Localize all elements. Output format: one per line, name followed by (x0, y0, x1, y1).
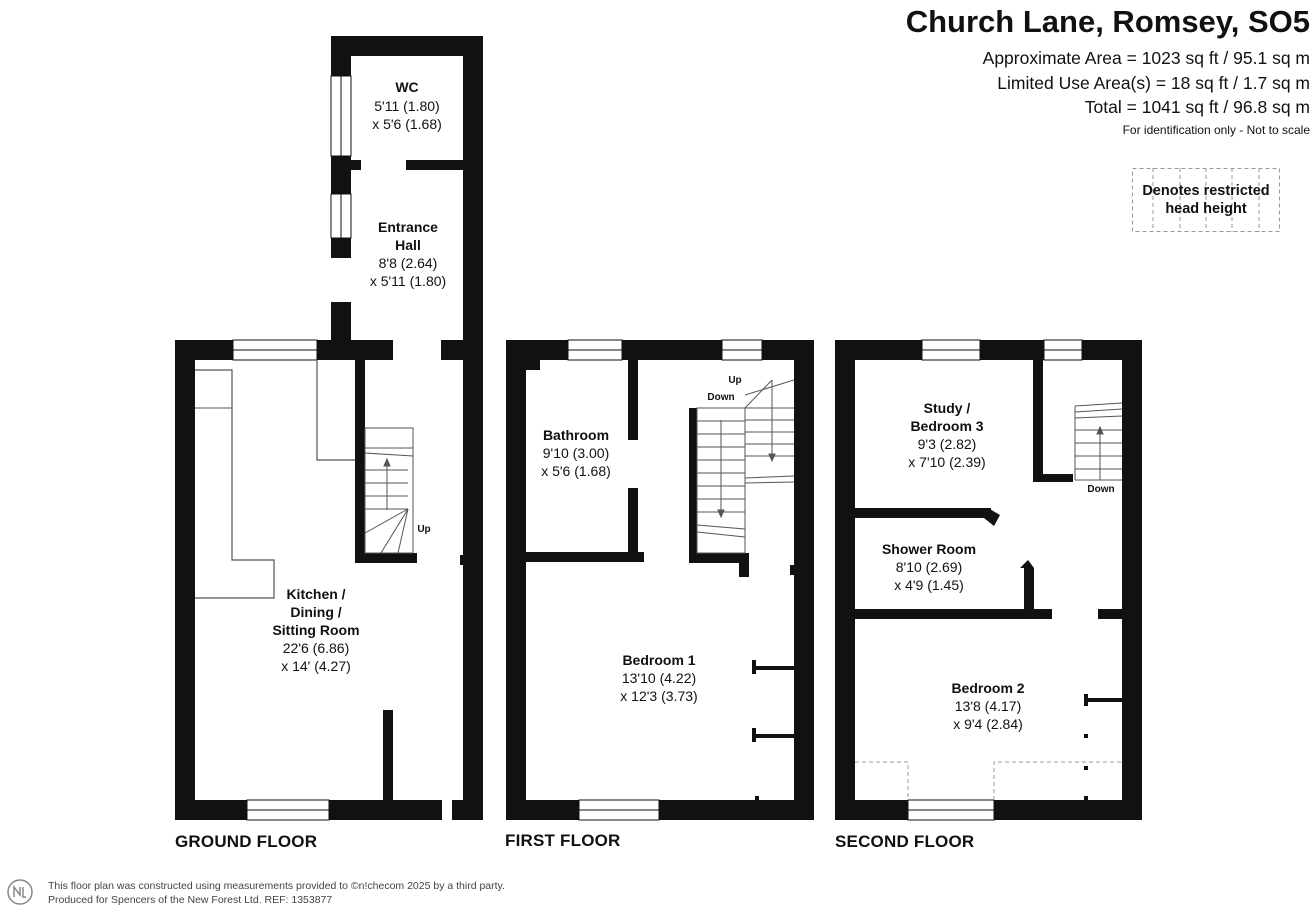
room-dimension: 13'8 (4.17) (955, 698, 1022, 714)
room-name: WC (395, 79, 418, 95)
footer: This floor plan was constructed using me… (48, 879, 505, 907)
legend-text: Denotes restricted head height (1132, 182, 1280, 218)
restricted-height-area (855, 761, 909, 800)
total-area: Total = 1041 sq ft / 96.8 sq m (1084, 97, 1310, 117)
first-floor-plan (506, 339, 814, 821)
footer-disclaimer: This floor plan was constructed using me… (48, 880, 505, 892)
restricted-height-area (993, 761, 1122, 800)
nichecom-logo-icon (7, 879, 33, 905)
ground-floor-plan (175, 36, 483, 821)
wall (331, 36, 483, 56)
room-dimension: x 5'6 (1.68) (541, 463, 611, 479)
stair-up-label: Up (728, 375, 741, 386)
first-floor-label: FIRST FLOOR (505, 831, 621, 850)
restricted-height-legend: Denotes restricted head height (1132, 168, 1280, 232)
footer-reference: Produced for Spencers of the New Forest … (48, 894, 333, 906)
limited-use-area: Limited Use Area(s) = 18 sq ft / 1.7 sq … (997, 73, 1310, 93)
room-bedroom-1: Bedroom 1 13'10 (4.22) x 12'3 (3.73) (620, 652, 697, 704)
scale-note: For identification only - Not to scale (1122, 123, 1310, 137)
room-dimension: x 14' (4.27) (281, 658, 351, 674)
second-floor-label: SECOND FLOOR (835, 832, 975, 851)
approximate-area: Approximate Area = 1023 sq ft / 95.1 sq … (982, 48, 1310, 68)
room-dimension: x 7'10 (2.39) (908, 454, 985, 470)
room-name: Sitting Room (272, 622, 359, 638)
room-name: Study / (924, 400, 971, 416)
restricted-height-swatch (1132, 168, 1280, 232)
legend-line-2: head height (1165, 201, 1247, 217)
wall (175, 340, 195, 820)
room-dimension: x 12'3 (3.73) (620, 688, 697, 704)
staircase (364, 427, 414, 554)
room-name: Bedroom 1 (622, 652, 695, 668)
wall (406, 160, 463, 170)
room-name: Dining / (290, 604, 341, 620)
room-dimension: 9'10 (3.00) (543, 445, 610, 461)
room-dimension: x 5'11 (1.80) (370, 273, 446, 289)
staircase (1074, 402, 1123, 481)
room-dimension: x 9'4 (2.84) (953, 716, 1023, 732)
ground-floor-label: GROUND FLOOR (175, 832, 318, 851)
wall (355, 553, 417, 563)
room-dimension: 9'3 (2.82) (918, 436, 977, 452)
room-name: Bedroom 3 (910, 418, 983, 434)
wall (355, 358, 365, 563)
room-shower-room: Shower Room 8'10 (2.69) x 4'9 (1.45) (882, 541, 976, 593)
wall (463, 36, 483, 356)
kitchen-counter (316, 360, 355, 461)
staircase (696, 379, 795, 554)
room-kitchen-dining-sitting: Kitchen / Dining / Sitting Room 22'6 (6.… (272, 586, 359, 674)
room-entrance-hall: Entrance Hall 8'8 (2.64) x 5'11 (1.80) (370, 219, 446, 289)
room-bedroom-2: Bedroom 2 13'8 (4.17) x 9'4 (2.84) (951, 680, 1024, 732)
wall (383, 710, 393, 800)
room-name: Bedroom 2 (951, 680, 1024, 696)
room-name: Hall (395, 237, 421, 253)
room-dimension: 8'10 (2.69) (896, 559, 963, 575)
room-bathroom: Bathroom 9'10 (3.00) x 5'6 (1.68) (541, 427, 611, 479)
wall (351, 160, 361, 170)
room-dimension: 13'10 (4.22) (622, 670, 696, 686)
wall (463, 340, 483, 820)
kitchen-counter (195, 369, 275, 599)
page-title: Church Lane, Romsey, SO5 (905, 4, 1310, 39)
stair-up-label: Up (417, 524, 430, 535)
stair-down-label: Down (707, 392, 734, 403)
room-dimension: x 4'9 (1.45) (894, 577, 964, 593)
second-floor-plan (835, 339, 1142, 821)
room-dimension: 22'6 (6.86) (283, 640, 350, 656)
room-name: Entrance (378, 219, 438, 235)
room-dimension: x 5'6 (1.68) (372, 116, 442, 132)
room-dimension: 5'11 (1.80) (374, 98, 439, 114)
room-study-bedroom-3: Study / Bedroom 3 9'3 (2.82) x 7'10 (2.3… (908, 400, 985, 470)
stair-down-label: Down (1087, 484, 1114, 495)
room-name: Shower Room (882, 541, 976, 557)
room-name: Bathroom (543, 427, 609, 443)
room-name: Kitchen / (286, 586, 345, 602)
room-dimension: 8'8 (2.64) (379, 255, 438, 271)
legend-line-1: Denotes restricted (1142, 183, 1270, 199)
room-wc: WC 5'11 (1.80) x 5'6 (1.68) (372, 79, 442, 132)
